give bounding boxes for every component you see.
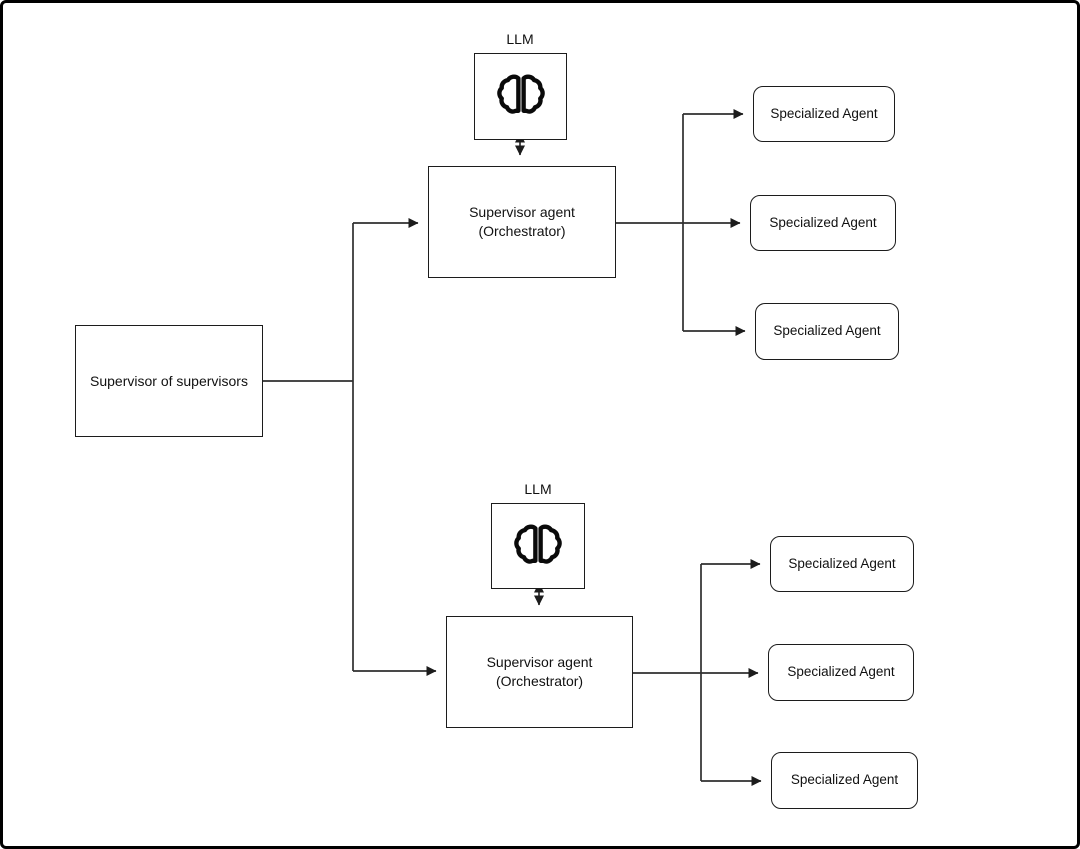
- specialized-agent-label: Specialized Agent: [787, 664, 895, 680]
- supervisor-agent-box-bottom: Supervisor agent (Orchestrator): [446, 616, 633, 728]
- supervisor-agent-label-bottom: Supervisor agent (Orchestrator): [487, 653, 593, 691]
- specialized-agent-box: Specialized Agent: [768, 644, 914, 701]
- specialized-agent-box: Specialized Agent: [750, 195, 896, 251]
- supervisor-of-supervisors-label: Supervisor of supervisors: [90, 372, 248, 389]
- supervisor-agent-line2: (Orchestrator): [495, 673, 584, 689]
- specialized-agent-box: Specialized Agent: [753, 86, 895, 142]
- specialized-agent-label: Specialized Agent: [770, 105, 878, 121]
- specialized-agent-label: Specialized Agent: [773, 323, 881, 339]
- supervisor-agent-line1: Supervisor agent: [486, 654, 593, 671]
- llm-box-top: [474, 53, 567, 140]
- supervisor-agent-label-top: Supervisor agent (Orchestrator): [469, 203, 575, 241]
- specialized-agent-box: Specialized Agent: [771, 752, 918, 809]
- supervisor-of-supervisors-box: Supervisor of supervisors: [75, 325, 263, 437]
- supervisor-agent-line1: Supervisor agent: [469, 204, 575, 221]
- specialized-agent-box: Specialized Agent: [755, 303, 899, 360]
- llm-label-top: LLM: [506, 31, 534, 47]
- specialized-agent-label: Specialized Agent: [788, 555, 896, 571]
- specialized-agent-label: Specialized Agent: [769, 214, 877, 230]
- llm-label-bottom: LLM: [524, 481, 552, 497]
- brain-icon: [496, 74, 545, 114]
- supervisor-agent-box-top: Supervisor agent (Orchestrator): [428, 166, 616, 278]
- specialized-agent-label: Specialized Agent: [790, 772, 899, 788]
- supervisor-agent-line2: (Orchestrator): [478, 223, 566, 239]
- llm-box-bottom: [491, 503, 585, 589]
- specialized-agent-box: Specialized Agent: [770, 536, 914, 592]
- brain-icon: [514, 524, 562, 564]
